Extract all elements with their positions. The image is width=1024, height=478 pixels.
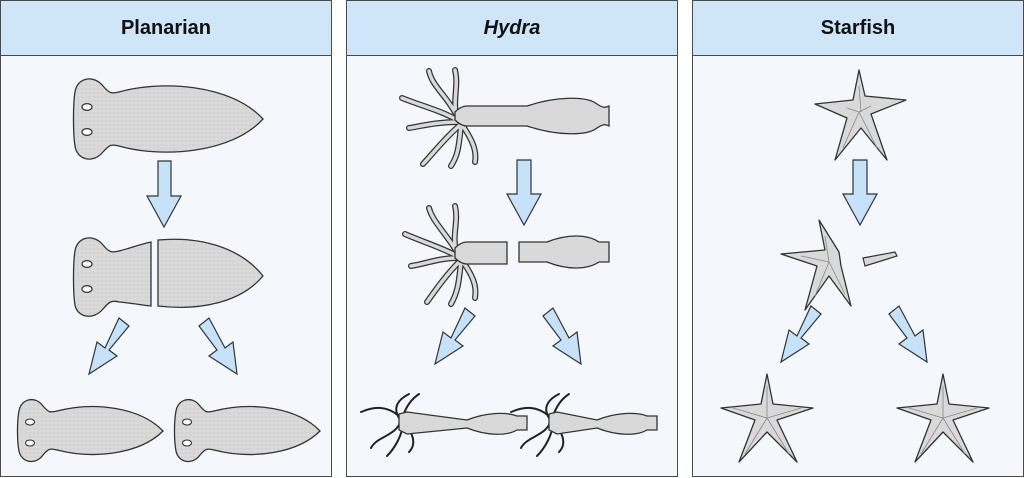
arrow-down-left xyxy=(88,317,130,376)
panel-hydra: Hydra xyxy=(346,0,678,477)
starfish-arm-fragment xyxy=(862,251,898,267)
panel-starfish: Starfish xyxy=(692,0,1024,477)
arrow-down xyxy=(145,160,183,229)
hydra-whole xyxy=(399,67,479,169)
planarian-whole xyxy=(72,78,264,160)
planarian-regenerated-right xyxy=(173,398,321,463)
hydra-body xyxy=(454,97,610,135)
planarian-head-fragment xyxy=(72,237,152,317)
panel-title: Hydra xyxy=(347,1,677,56)
hydra-body-fragment xyxy=(518,235,610,269)
arrow-down-right xyxy=(198,317,238,376)
hydra-head-fragment xyxy=(402,203,479,307)
planarian-diagram xyxy=(16,78,321,463)
panel-title: Starfish xyxy=(693,1,1023,56)
panel-title: Planarian xyxy=(1,1,331,56)
arrow-down-left xyxy=(434,307,476,366)
starfish-diagram xyxy=(720,69,990,463)
planarian-regenerated-left xyxy=(16,398,164,463)
arrow-down xyxy=(505,159,543,227)
planarian-tail-fragment xyxy=(157,238,264,308)
hydra-diagram xyxy=(360,67,658,457)
arrow-down xyxy=(841,159,879,227)
panel-planarian: Planarian xyxy=(0,0,332,477)
starfish-body-fragment xyxy=(780,219,852,311)
arrow-down-left xyxy=(780,305,822,364)
arrow-down-right xyxy=(888,305,928,364)
arrow-down-right xyxy=(542,307,582,366)
